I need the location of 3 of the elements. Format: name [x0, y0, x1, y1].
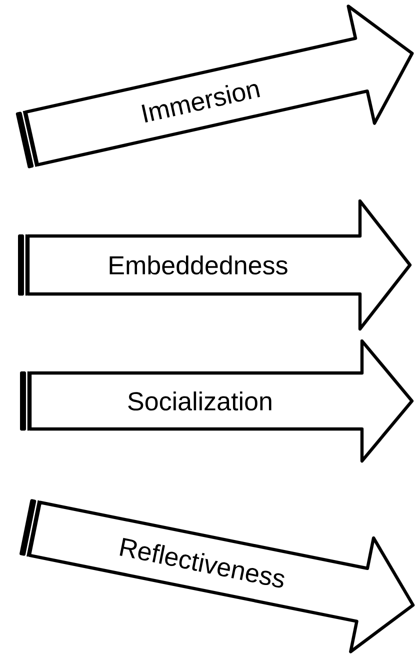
arrow-box: Immersion	[16, 4, 414, 168]
arrow-box: Socialization	[20, 339, 414, 463]
arrow-box: Embeddedness	[18, 199, 412, 331]
